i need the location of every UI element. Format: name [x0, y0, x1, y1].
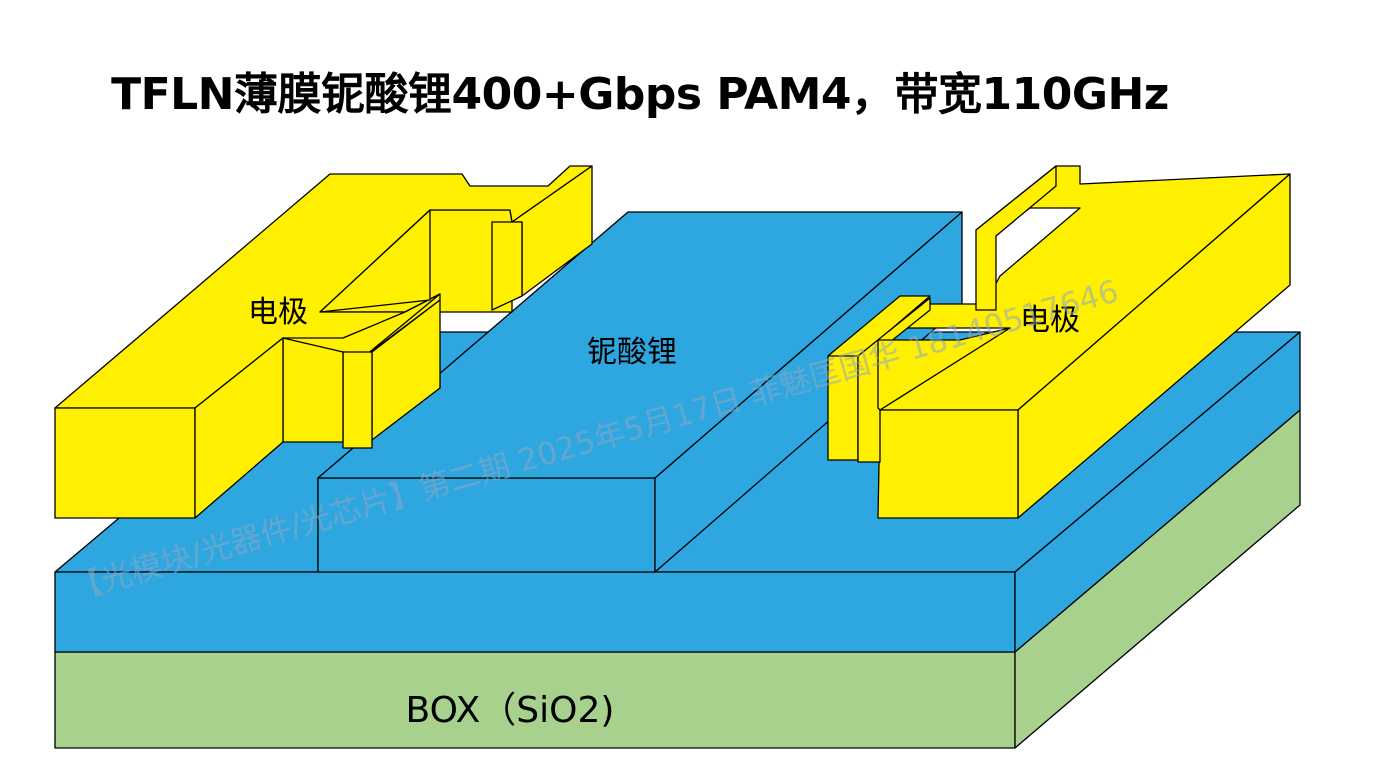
- ln-ridge-top-face: [317, 211, 963, 479]
- page-title: TFLN薄膜铌酸锂400+Gbps PAM4，带宽110GHz: [111, 69, 1169, 120]
- electrode-right: [827, 165, 1291, 519]
- label-electrode-left: 电极: [248, 295, 308, 330]
- electrode-left-finger-2: [342, 351, 373, 449]
- ln-slab-side-face: [1014, 331, 1301, 653]
- electrode-left: [54, 165, 593, 519]
- label-box: BOX（SiO2): [406, 690, 615, 731]
- electrode-left-inner-face: [319, 209, 431, 313]
- electrode-right-front-face: [877, 409, 1019, 519]
- electrode-right-finger-1: [975, 165, 1057, 311]
- electrode-left-slot: [282, 337, 344, 443]
- ln-slab-front-face: [54, 571, 1016, 653]
- electrode-left-finger-1: [491, 221, 523, 311]
- electrode-left-front-face: [54, 407, 196, 519]
- box-layer: [54, 409, 1301, 749]
- label-lithium-niobate: 铌酸锂: [587, 335, 677, 370]
- electrode-right-slot: [877, 327, 1011, 411]
- label-electrode-right: 电极: [1020, 303, 1080, 338]
- ln-ridge: [317, 211, 963, 573]
- electrode-left-body-side: [194, 337, 284, 519]
- electrode-right-finger-2-top: [827, 295, 931, 357]
